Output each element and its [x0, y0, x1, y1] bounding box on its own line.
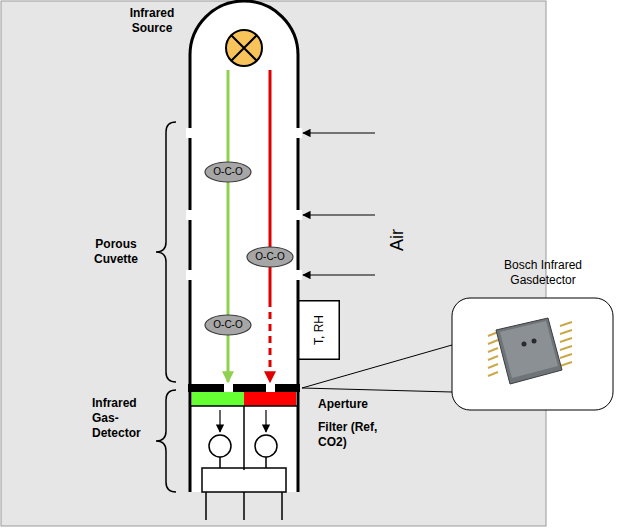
ellipse-shape — [205, 162, 251, 182]
part-label: Filter (Ref, CO2) — [318, 420, 398, 450]
aperture-bar — [188, 384, 300, 392]
aperture-slit — [266, 384, 275, 392]
infrared-source — [226, 30, 262, 66]
air-arrow — [303, 274, 375, 275]
molecule-ellipse: O-C-O — [204, 161, 252, 183]
molecule-ellipse: O-C-O — [246, 246, 294, 268]
sensor-box: T, RH — [298, 300, 340, 360]
bracket — [156, 122, 176, 382]
component-label: Infrared Source — [116, 6, 188, 36]
molecule-label: O-C-O — [213, 319, 242, 331]
aperture-slit — [224, 384, 233, 392]
detector-divider — [243, 406, 245, 470]
molecule-label: O-C-O — [255, 251, 284, 263]
box-shape — [299, 301, 340, 360]
reference-filter — [192, 392, 244, 406]
detector-wiring — [202, 457, 286, 520]
bracket — [156, 390, 176, 492]
ir-arrow — [265, 410, 266, 432]
ellipse-shape — [247, 247, 293, 267]
cuvette-tube — [190, 1, 298, 492]
co2-beam-dashed — [269, 300, 272, 382]
air-arrow — [303, 214, 375, 215]
pore-holes — [186, 128, 302, 280]
detector-top — [190, 405, 298, 407]
flow-label: Air — [387, 229, 407, 251]
leader-line — [302, 388, 452, 392]
molecule-label: O-C-O — [213, 166, 242, 178]
part-label: Aperture — [318, 397, 408, 412]
ir-arrow — [219, 410, 220, 432]
thermopile — [255, 435, 277, 457]
ellipse-shape — [205, 315, 251, 335]
sensor-label: T, RH — [312, 315, 326, 345]
section-label: Porous Cuvette — [80, 237, 152, 267]
section-label: Infrared Gas- Detector — [92, 396, 156, 441]
callout-bubble — [452, 298, 613, 410]
co2-filter — [244, 392, 296, 406]
source-cross — [231, 35, 257, 61]
chip-photo — [488, 318, 572, 384]
molecule-ellipse: O-C-O — [204, 314, 252, 336]
background-panel — [1, 1, 546, 526]
callout-heading: Bosch Infrared Gasdetector — [476, 258, 610, 288]
thermopile — [209, 435, 231, 457]
air-arrow — [303, 132, 375, 133]
